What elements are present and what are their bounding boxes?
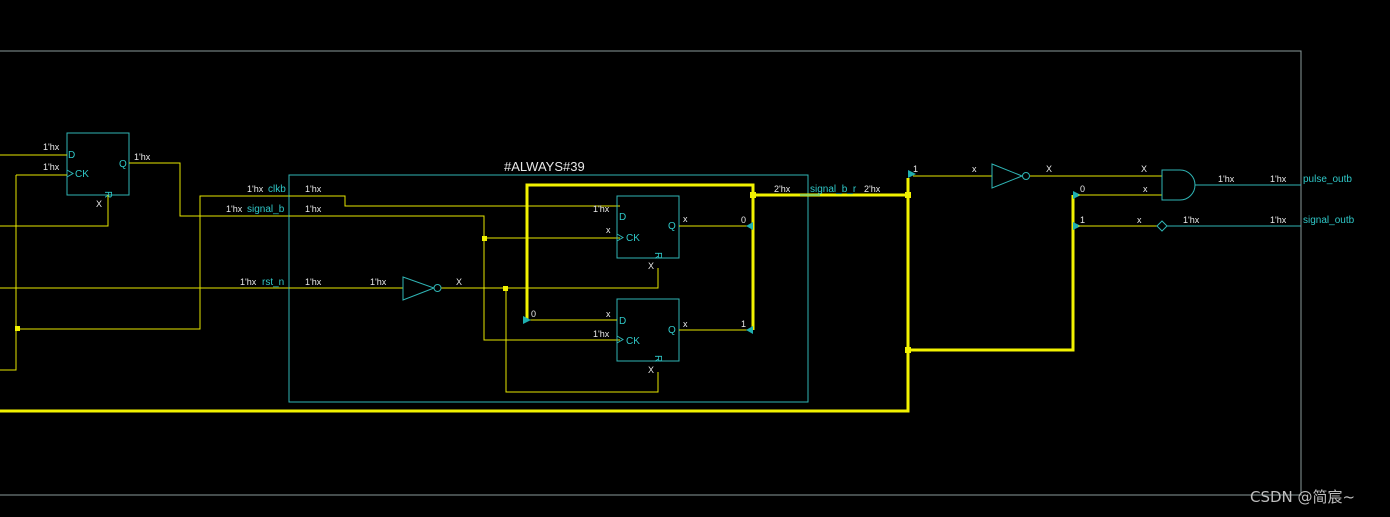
left-ff-d-value: 1'hx (43, 142, 60, 152)
signal-b-inner-value: 1'hx (305, 204, 322, 214)
left-ff-pin-r: R (102, 191, 113, 198)
bus-tap-marker (908, 170, 916, 178)
bottom-ff-r-wire (505, 288, 659, 393)
bottom-ff-clock-marker (616, 335, 624, 344)
signal-b-port-value: 1'hx (226, 204, 243, 214)
bottom-ff-q-value: x (683, 319, 688, 329)
bottom-ff-pin-q: Q (668, 325, 676, 336)
left-ff-q-wire (129, 162, 289, 217)
inverter2-in-value: x (972, 164, 977, 174)
inverter-out-wire (441, 268, 659, 289)
inverter-bubble (433, 284, 442, 292)
left-ff-q-value: 1'hx (134, 152, 151, 162)
left-ff-pin-d: D (68, 150, 75, 161)
right-bit1b: 1 (1080, 215, 1085, 225)
top-ff-pin-r: R (652, 252, 663, 259)
junction-dot (905, 347, 911, 353)
pulse-outb-value: 1'hx (1270, 174, 1287, 184)
junction-dot (750, 192, 756, 198)
and-in1-value: X (1141, 164, 1147, 174)
left-ff-r-value: X (96, 199, 102, 209)
rst-n-port-name: rst_n (262, 277, 284, 288)
top-ff-pin-q: Q (668, 221, 676, 232)
bottom-ff-d-bit: 0 (531, 309, 536, 319)
junction-dot (503, 286, 508, 291)
bottom-ff-bit: 1 (741, 319, 746, 329)
left-ff-clock-marker (66, 169, 74, 178)
left-ff-r-wire (0, 195, 109, 227)
top-ff-bit: 0 (741, 215, 746, 225)
signal-b-port-name: signal_b (247, 204, 285, 215)
signal-b-r-feedback-bus (0, 178, 910, 413)
inverter-in-value: 1'hx (370, 277, 387, 287)
and-gate[interactable] (1161, 169, 1196, 201)
signal-outb-port: signal_outb (1303, 215, 1355, 226)
bottom-ff-ck-value: 1'hx (593, 329, 610, 339)
right-bit1: 1 (913, 164, 918, 174)
bus-tap-marker (1073, 222, 1081, 230)
buf-in-value: x (1137, 215, 1142, 225)
rst-inner-value: 1'hx (305, 277, 322, 287)
bottom-ff-r-value: X (648, 365, 654, 375)
rst-n-port-value: 1'hx (240, 277, 257, 287)
bottom-ff-pin-r: R (652, 355, 663, 362)
pulse-outb-port: pulse_outb (1303, 174, 1352, 185)
clkb-inner-value: 1'hx (305, 184, 322, 194)
buf-out-value: 1'hx (1183, 215, 1200, 225)
signal-b-r-bus-branch (908, 195, 1075, 352)
right-inverter[interactable] (991, 163, 1024, 189)
clkb-port-value: 1'hx (247, 184, 264, 194)
inverter-bubble (1022, 172, 1030, 180)
top-ff-r-value: X (648, 261, 654, 271)
top-flip-flop[interactable] (616, 195, 680, 259)
clkb-port-name: clkb (268, 184, 286, 195)
inverter2-out-value: X (1046, 164, 1052, 174)
bottom-ff-pin-ck: CK (626, 336, 640, 347)
top-ff-ck-value: x (606, 225, 611, 235)
buffer-diamond[interactable] (1156, 220, 1168, 232)
inverter-out-value: X (456, 277, 462, 287)
bus-tap-marker (746, 222, 753, 230)
left-ff-ck-value: 1'hx (43, 162, 60, 172)
bottom-ff-d-value: x (606, 309, 611, 319)
left-flip-flop[interactable] (66, 132, 130, 196)
signal-b-inner-wire (289, 215, 620, 341)
bus-value: 2'hx (774, 184, 791, 194)
rst-inverter[interactable] (402, 276, 436, 301)
bus-value-2: 2'hx (864, 184, 881, 194)
module-frame (0, 50, 1302, 496)
bus-tap-marker (523, 316, 531, 324)
signal-b-r-bus-loop (525, 183, 755, 330)
top-ff-q-value: x (683, 214, 688, 224)
bottom-ff-pin-d: D (619, 316, 626, 327)
always-block-title: #ALWAYS#39 (504, 159, 585, 174)
clkb-feed-wire (18, 195, 289, 330)
and-out-value: 1'hx (1218, 174, 1235, 184)
left-ff-pin-q: Q (119, 159, 127, 170)
top-ff-clock-marker (616, 233, 624, 242)
watermark: CSDN @简宸~ (1250, 488, 1355, 506)
left-ff-pin-ck: CK (75, 169, 89, 180)
right-bit0: 0 (1080, 184, 1085, 194)
bus-tap-marker (1073, 191, 1081, 199)
signal-outb-value: 1'hx (1270, 215, 1287, 225)
bus-name: signal_b_r (810, 184, 857, 195)
top-ff-pin-ck: CK (626, 233, 640, 244)
top-ff-d-value: 1'hx (593, 204, 610, 214)
and-in2-value: x (1143, 184, 1148, 194)
junction-dot (905, 192, 911, 198)
bus-tap-marker (746, 326, 753, 334)
top-ff-pin-d: D (619, 212, 626, 223)
junction-dot (15, 326, 20, 331)
junction-dot (482, 236, 487, 241)
clkb-inner-wire (289, 195, 620, 207)
left-ff-ck-wire (0, 174, 67, 371)
